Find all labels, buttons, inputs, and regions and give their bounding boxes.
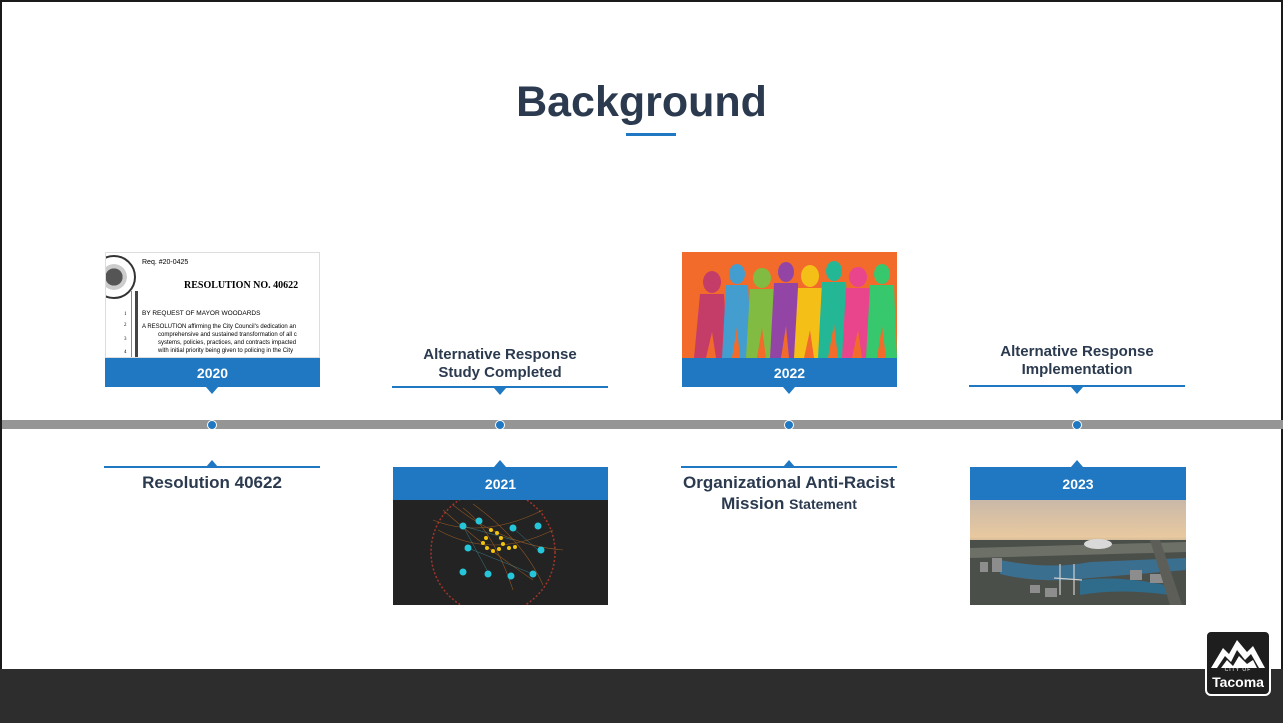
label-pointer [1071, 387, 1083, 394]
label-pointer [206, 460, 218, 467]
label-underline [969, 385, 1185, 387]
resolution-document-image: Req. #20-0425 RESOLUTION NO. 40622 1 2 3… [105, 252, 320, 358]
label-line: Mission Statement [642, 493, 936, 515]
slide-title: Background [516, 78, 767, 126]
aerial-city-graphic [970, 500, 1186, 605]
title-underline [626, 133, 676, 136]
doc-line-number: 3 [124, 337, 127, 342]
year-badge-2020: 2020 [105, 358, 320, 387]
doc-req: Req. #20-0425 [142, 259, 189, 266]
timeline-dot-2021 [495, 420, 505, 430]
year-badge-2021: 2021 [393, 467, 608, 500]
year-pointer [494, 460, 506, 467]
timeline-bar [2, 420, 1283, 429]
doc-line-number: 2 [124, 323, 127, 328]
network-graph-image [393, 500, 608, 605]
year-badge-2022: 2022 [682, 358, 897, 387]
year-badge-2023: 2023 [970, 467, 1186, 500]
label-small: Statement [789, 496, 857, 512]
label-pointer [494, 388, 506, 395]
year-pointer [1071, 460, 1083, 467]
walking-people-silhouettes-image [682, 252, 897, 358]
network-graph-graphic [393, 500, 608, 605]
timeline-dot-2023 [1072, 420, 1082, 430]
timeline-dot-2020 [207, 420, 217, 430]
doc-by-request: BY REQUEST OF MAYOR WOODARDS [142, 310, 261, 317]
silhouettes-graphic [682, 252, 897, 358]
milestone-label-2021: Alternative Response Study Completed [392, 346, 608, 382]
doc-text: comprehensive and sustained transformati… [158, 332, 297, 338]
label-overline [681, 466, 897, 468]
label-line: Implementation [1021, 361, 1133, 378]
label-bold: Mission [721, 494, 785, 513]
label-overline [104, 466, 320, 468]
doc-line-number: 1 [124, 312, 127, 317]
milestone-label-2020: Resolution 40622 [142, 473, 282, 492]
milestone-label-2022: Organizational Anti-Racist Mission State… [642, 472, 936, 515]
tacoma-aerial-city-image [970, 500, 1186, 605]
mountain-icon [1211, 640, 1265, 668]
doc-line-number: 4 [124, 350, 127, 355]
doc-text: systems, policies, practices, and contra… [158, 340, 297, 346]
doc-text: with initial priority being given to pol… [158, 348, 294, 354]
footer-bar [0, 669, 1283, 723]
label-line: Organizational Anti-Racist [683, 473, 895, 492]
year-pointer [206, 387, 218, 394]
label-line: Alternative Response [423, 346, 577, 363]
label-pointer [783, 460, 795, 467]
milestone-label-2023: Alternative Response Implementation [969, 343, 1185, 379]
year-pointer [783, 387, 795, 394]
doc-margin-line-thin [131, 291, 132, 357]
doc-margin-line [135, 291, 138, 357]
label-underline [392, 386, 608, 388]
doc-heading: RESOLUTION NO. 40622 [184, 280, 299, 291]
label-line: Study Completed [438, 364, 562, 381]
city-of-tacoma-logo: CITY OF Tacoma [1205, 630, 1271, 696]
doc-text: A RESOLUTION affirming the City Council'… [142, 324, 297, 330]
logo-city-of: CITY OF [1224, 667, 1252, 673]
logo-tacoma: Tacoma [1212, 674, 1264, 690]
label-line: Alternative Response [1000, 343, 1154, 360]
timeline-dot-2022 [784, 420, 794, 430]
